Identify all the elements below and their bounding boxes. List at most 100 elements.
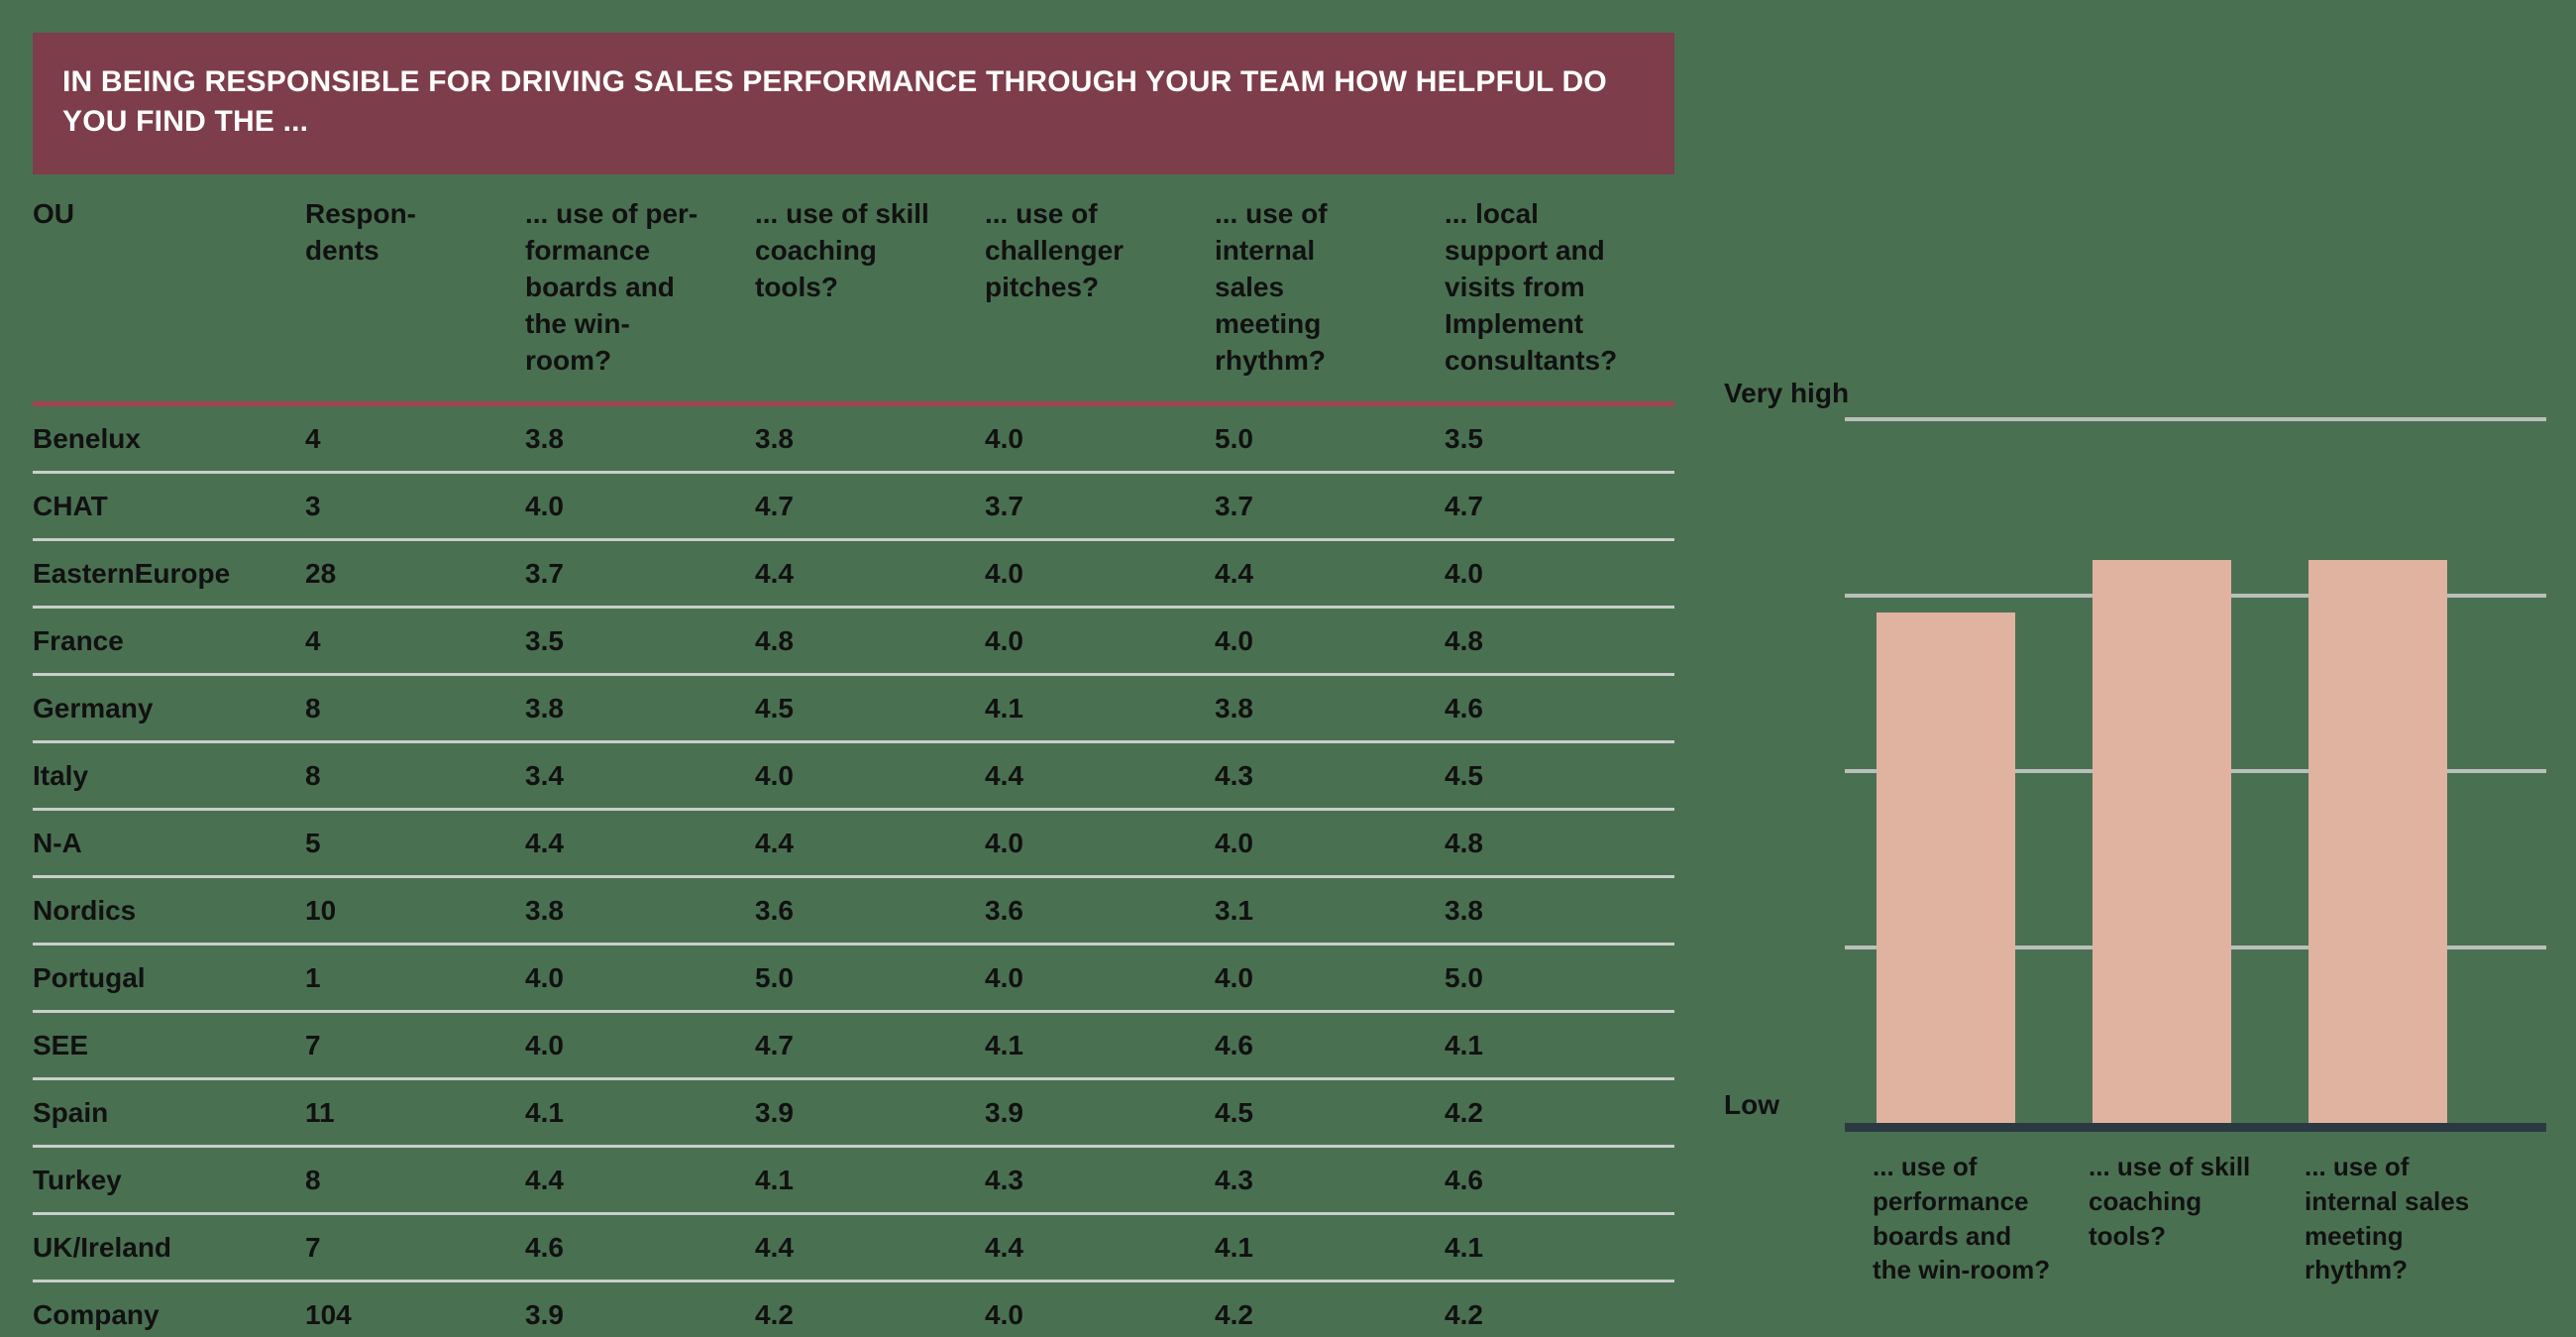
data-cell: 4.1: [985, 674, 1215, 743]
table-header-rule: [33, 394, 1674, 406]
data-cell: 3.6: [755, 876, 985, 946]
column-header-line: sales: [1215, 272, 1285, 303]
column-header-line: the win-: [525, 308, 630, 340]
data-cell: 4.0: [1215, 809, 1445, 878]
data-cell: 3.8: [1215, 674, 1445, 743]
data-cell: 4.3: [985, 1146, 1215, 1215]
data-cell: 4.0: [525, 1011, 755, 1080]
data-cell: 8: [305, 674, 525, 743]
data-cell: 5: [305, 809, 525, 878]
row-label-cell: Benelux: [33, 403, 305, 474]
data-cell: 4.5: [755, 674, 985, 743]
data-cell: 4.3: [1215, 741, 1445, 811]
plot-area: [1845, 377, 2546, 1135]
data-cell: 4.2: [1445, 1298, 1483, 1330]
column-header-line: support and: [1445, 235, 1605, 267]
data-cell: 4.2: [755, 1298, 794, 1330]
data-cell: 3.9: [755, 1078, 985, 1148]
data-cell: 4.4: [525, 809, 755, 878]
data-cell: 4.4: [985, 741, 1215, 811]
data-cell: 3.8: [525, 403, 755, 474]
row-label-cell: Spain: [33, 1078, 305, 1148]
gridline: [1845, 417, 2546, 421]
row-label-cell: Portugal: [33, 944, 305, 1013]
data-cell: 4.7: [755, 1011, 985, 1080]
data-cell: 10: [305, 876, 525, 946]
data-cell: 4.0: [985, 539, 1215, 609]
row-label-cell: France: [33, 607, 305, 676]
data-cell: 4.4: [525, 1146, 755, 1215]
data-cell: 4.6: [1215, 1011, 1445, 1080]
column-header-line: ... use of: [985, 198, 1098, 230]
data-cell: 3.6: [985, 876, 1215, 946]
bar-2: [2308, 560, 2447, 1123]
question-title-bar: IN BEING RESPONSIBLE FOR DRIVING SALES P…: [33, 33, 1674, 175]
data-cell: 28: [305, 539, 525, 609]
data-cell: 4.5: [1215, 1078, 1445, 1148]
table-column-header-0: OU: [33, 196, 305, 395]
column-header-line: rhythm?: [1215, 345, 1326, 376]
data-cell: 4: [305, 607, 525, 676]
column-header-line: formance: [525, 235, 651, 267]
data-cell: 7: [305, 1213, 525, 1282]
data-cell: 4.6: [525, 1213, 755, 1282]
column-header-line: ... use of: [1215, 198, 1328, 230]
data-cell: 3.8: [525, 674, 755, 743]
data-cell: 4.4: [755, 809, 985, 878]
data-cell: 3.7: [525, 539, 755, 609]
column-header-line: tools?: [755, 272, 838, 303]
data-cell: 4.7: [755, 472, 985, 541]
data-cell: 4.0: [1215, 944, 1445, 1013]
data-cell: 4.1: [1215, 1213, 1445, 1282]
data-cell: 4.4: [1215, 539, 1445, 609]
data-cell: 1: [305, 944, 525, 1013]
data-cell: 4.6: [1445, 674, 1674, 743]
data-cell: 4.0: [525, 944, 755, 1013]
data-cell: 4.0: [985, 607, 1215, 676]
data-cell: 4.5: [1445, 741, 1674, 811]
column-header-line: meeting: [1215, 308, 1322, 340]
data-cell: 3.8: [525, 876, 755, 946]
data-cell: 4.0: [985, 403, 1215, 474]
data-cell: 4.4: [755, 1213, 985, 1282]
column-header-line: consultants?: [1445, 345, 1618, 376]
data-cell: 4: [305, 403, 525, 474]
data-cell: 7: [305, 1011, 525, 1080]
column-header-line: challenger: [985, 235, 1125, 267]
row-label-cell: SEE: [33, 1011, 305, 1080]
data-cell: 5.0: [755, 944, 985, 1013]
column-header-line: dents: [305, 235, 379, 267]
data-cell: 3: [305, 472, 525, 541]
row-label-cell: Nordics: [33, 876, 305, 946]
data-cell: 4.1: [1445, 1011, 1674, 1080]
data-cell: 3.8: [1445, 876, 1674, 946]
x-axis-label-line: ... use of: [2305, 1152, 2410, 1181]
data-cell: 4.8: [755, 607, 985, 676]
data-cell: 4.3: [1215, 1146, 1445, 1215]
x-axis-label-line: boards and: [1873, 1220, 2012, 1251]
data-cell: 3.4: [525, 741, 755, 811]
column-header-line: Respon-: [305, 198, 416, 230]
data-cell: 4.2: [1445, 1078, 1674, 1148]
data-cell: 3.9: [525, 1298, 564, 1330]
data-cell: 8: [305, 741, 525, 811]
row-label-cell: Italy: [33, 741, 305, 811]
table-column-header-1: Respon-dents: [305, 196, 525, 395]
column-header-line: visits from: [1445, 272, 1585, 303]
row-label-cell: Turkey: [33, 1146, 305, 1215]
